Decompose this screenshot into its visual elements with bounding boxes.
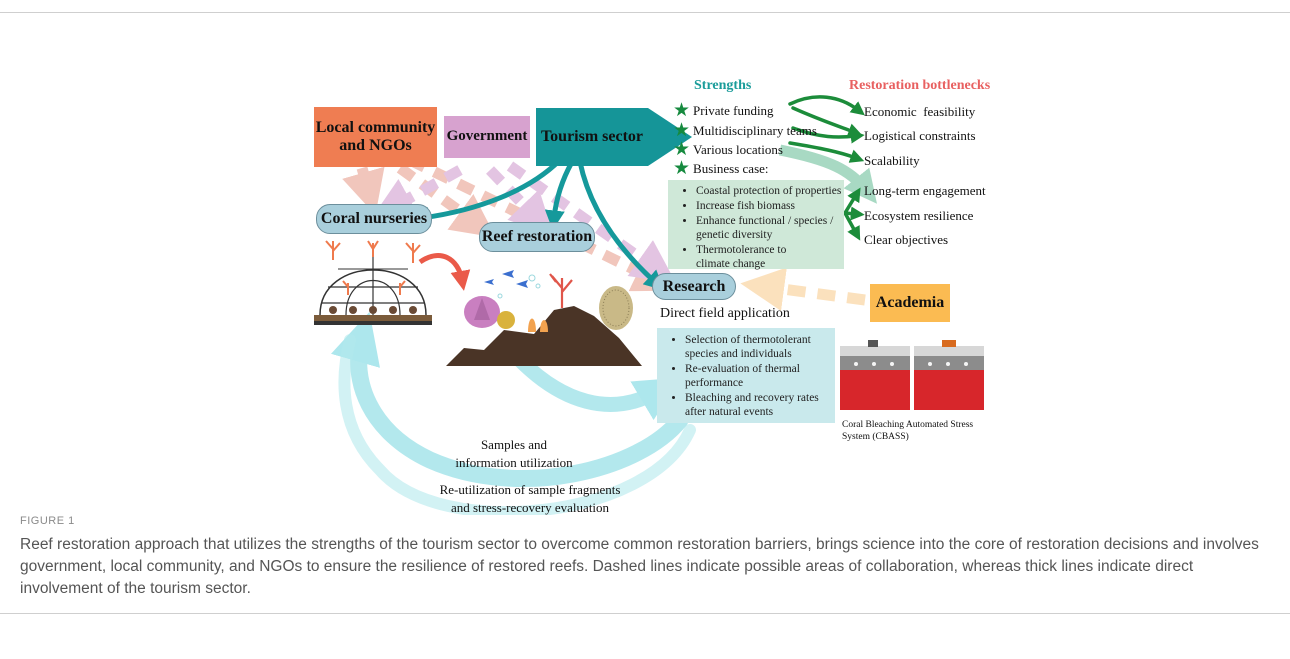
coral-nurseries-node: Coral nurseries [316, 204, 432, 234]
star-icon: ★ [673, 120, 691, 141]
strength-item: ★ Business case: [673, 159, 769, 178]
strength-item: ★ Multidisciplinary teams [673, 121, 817, 140]
reutilization-label: Re-utilization of sample fragments and s… [439, 482, 621, 515]
figure-caption: FIGURE 1 Reef restoration approach that … [20, 515, 1270, 600]
business-case-item: Increase fish biomass [696, 199, 846, 213]
field-application-item: Bleaching and recovery rates after natur… [685, 391, 833, 419]
strength-item: ★ Various locations [673, 140, 783, 159]
local-community-label: Local community and NGOs [315, 118, 436, 154]
coral-nurseries-label: Coral nurseries [320, 210, 428, 227]
strength-item: ★ Private funding [673, 101, 774, 120]
reef-restoration-label: Reef restoration [481, 228, 593, 245]
business-case-list: Coastal protection of properties Increas… [672, 184, 846, 272]
strengths-header: Strengths [694, 78, 752, 93]
cbass-label: Coral Bleaching Automated Stress System … [842, 420, 974, 443]
field-application-box [657, 328, 835, 423]
field-application-item: Re-evaluation of thermal performance [685, 362, 833, 390]
figure-frame [0, 12, 1290, 614]
bottleneck-item: Long-term engagement [864, 183, 986, 198]
academia-label: Academia [875, 293, 945, 311]
field-application-list: Selection of thermotolerant species and … [661, 333, 833, 420]
bottleneck-item: Clear objectives [864, 232, 949, 247]
research-label: Research [662, 277, 726, 295]
bottleneck-item: Ecosystem resilience [864, 208, 974, 223]
government-box: Government [444, 116, 530, 158]
figure-label: FIGURE 1 [20, 515, 75, 527]
business-case-item: Enhance functional / species / genetic d… [696, 214, 846, 242]
diagram-arrows [330, 95, 877, 515]
business-case-item: Thermotolerance to climate change [696, 243, 806, 271]
tourism-sector-label: Tourism sector [540, 127, 644, 145]
tourism-sector-label-box: Tourism sector [536, 108, 648, 166]
bottleneck-item: Scalability [864, 153, 920, 168]
star-icon: ★ [673, 100, 691, 121]
strength-label: Business case: [693, 160, 769, 176]
reef-restoration-node: Reef restoration [479, 222, 595, 252]
coral-nursery-illustration [314, 240, 432, 325]
star-icon: ★ [673, 158, 691, 179]
strength-label: Various locations [693, 141, 783, 157]
academia-box: Academia [870, 284, 950, 322]
business-case-box [668, 180, 844, 269]
business-case-item: Coastal protection of properties [696, 184, 846, 198]
cbass-illustration [840, 340, 984, 410]
bottleneck-item: Economic feasibility [864, 104, 976, 119]
samples-utilization-label: Samples and information utilization [455, 437, 573, 470]
research-node: Research [652, 273, 736, 300]
local-community-ngos-box: Local community and NGOs [314, 107, 437, 167]
bottlenecks-header: Restoration bottlenecks [849, 78, 991, 93]
tourism-sector-arrow-shape [536, 108, 692, 166]
strength-label: Private funding [693, 102, 774, 118]
bottleneck-item: Logistical constraints [864, 128, 976, 143]
strength-label: Multidisciplinary teams [693, 122, 817, 138]
direct-field-application-title: Direct field application [660, 306, 790, 321]
reef-illustration [446, 270, 642, 366]
star-icon: ★ [673, 139, 691, 160]
government-label: Government [446, 128, 528, 145]
field-application-item: Selection of thermotolerant species and … [685, 333, 833, 361]
caption-text: Reef restoration approach that utilizes … [20, 536, 1259, 597]
